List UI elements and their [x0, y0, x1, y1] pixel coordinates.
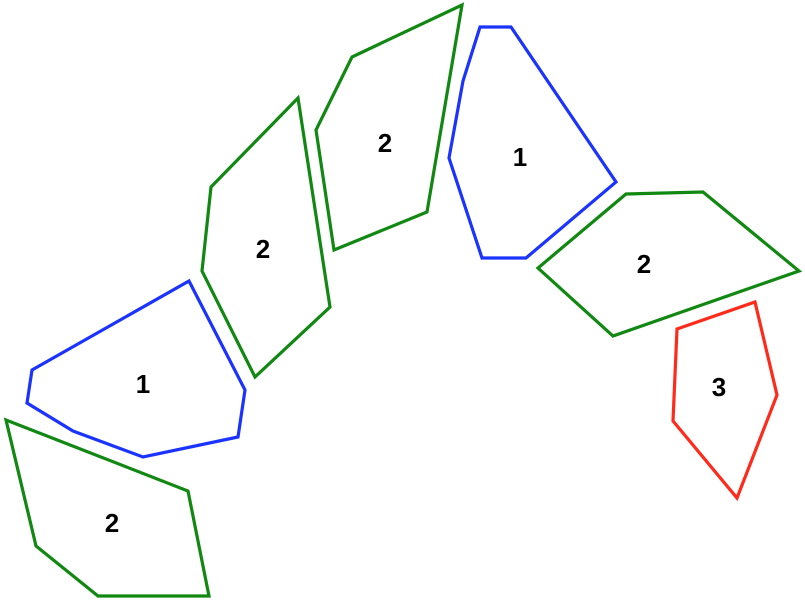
region-label: 2: [105, 508, 119, 538]
region-class-2: 2: [535, 190, 803, 338]
region-label: 2: [378, 128, 392, 158]
polygon-outline: [3, 417, 211, 598]
polygon-outline: [200, 94, 332, 380]
polygon-outline: [25, 278, 247, 459]
region-class-2: 2: [200, 94, 332, 380]
polygon-outline: [314, 2, 465, 253]
regions-layer: 1 2 2 2 1: [3, 2, 803, 598]
region-label: 1: [513, 142, 527, 172]
region-label: 3: [712, 372, 726, 402]
region-class-2: 2: [3, 417, 211, 598]
polygon-outline: [671, 299, 779, 502]
region-class-2: 2: [314, 2, 465, 253]
region-class-1: 1: [447, 25, 619, 260]
region-label: 2: [637, 249, 651, 279]
region-class-1: 1: [25, 278, 247, 459]
polygon-outline: [535, 190, 803, 338]
region-class-3: 3: [671, 299, 779, 502]
region-label: 1: [136, 369, 150, 399]
polygon-outline: [447, 25, 619, 260]
region-label: 2: [256, 234, 270, 264]
